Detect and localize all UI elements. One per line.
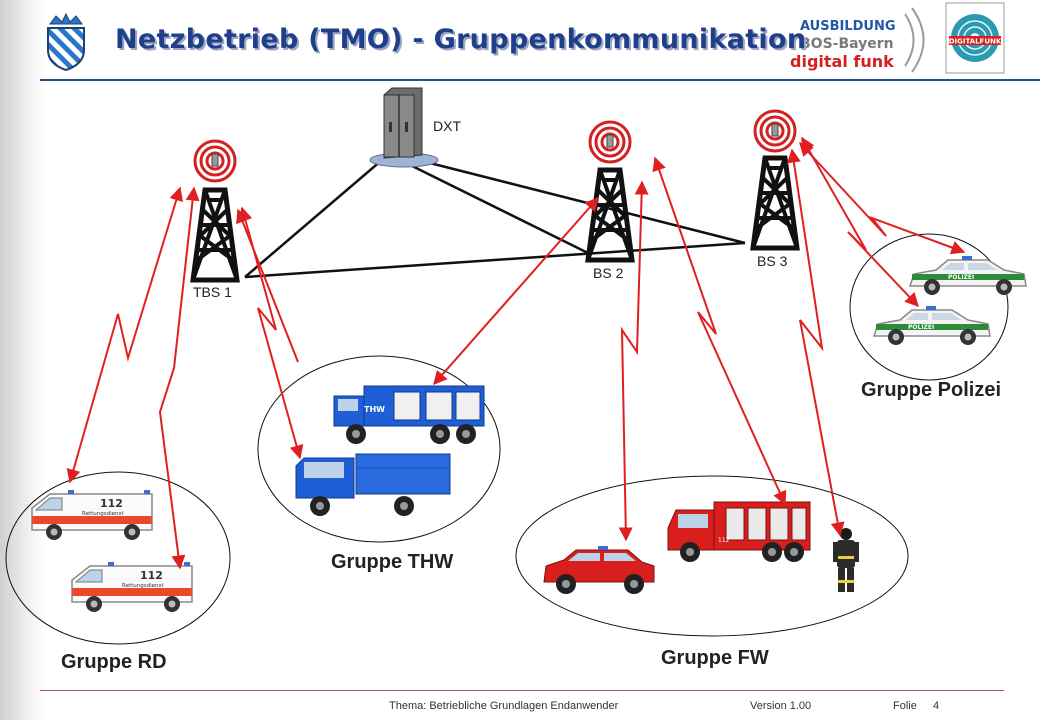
footer-slide-label: Folie [893, 700, 917, 712]
logo-line-2: BOS-Bayern [800, 36, 894, 52]
firefighter-icon [833, 528, 859, 592]
group-polizei-label: Gruppe Polizei [861, 379, 1002, 401]
thw-truck-icon: THW [333, 385, 485, 444]
svg-text:Rettungsdienst: Rettungsdienst [122, 583, 164, 589]
network-links [244, 158, 746, 279]
bs3-antenna-icon [753, 109, 797, 153]
group-rd-label: Gruppe RD [61, 651, 167, 673]
footer-topic: Thema: Betriebliche Grundlagen Endanwend… [389, 700, 619, 712]
footer-divider [40, 690, 1004, 691]
tbs1-tower [193, 139, 237, 280]
police-car-icon: POLIZEI [909, 255, 1027, 296]
thw-group-boundary [257, 355, 501, 543]
tbs1-antenna-icon [193, 139, 237, 183]
bs3-tower [753, 109, 797, 248]
svg-text:POLIZEI: POLIZEI [948, 274, 974, 281]
dxt-label: DXT [433, 118, 461, 134]
page-title: Netzbetrieb (TMO) - Gruppenkommunikation [115, 24, 807, 55]
server-icon [369, 87, 439, 168]
ausbildung-logo: AUSBILDUNG BOS-Bayern digital funk [790, 7, 925, 73]
footer-slide-number: 4 [933, 700, 940, 712]
logo-line-3: digital funk [790, 52, 894, 71]
left-gradient-bar [0, 0, 44, 720]
group-thw-label: Gruppe THW [331, 551, 454, 573]
fire-car-icon [543, 546, 655, 594]
bs3-label: BS 3 [757, 253, 788, 269]
svg-text:112: 112 [718, 537, 730, 544]
svg-text:POLIZEI: POLIZEI [908, 324, 934, 331]
ambulance-icon: 112 Rettungsdienst [71, 561, 193, 613]
digitalfunk-text: DIGITALFUNK [949, 38, 1002, 46]
bs2-antenna-icon [588, 120, 632, 164]
svg-text:THW: THW [364, 405, 385, 414]
police-car-icon: POLIZEI [873, 305, 991, 346]
svg-text:112: 112 [100, 497, 123, 510]
footer-version: Version 1.00 [750, 700, 812, 712]
svg-text:112: 112 [140, 569, 163, 582]
header-divider [40, 79, 1040, 81]
bs2-tower [588, 120, 632, 260]
svg-text:Rettungsdienst: Rettungsdienst [82, 511, 124, 517]
digitalfunk-badge: DIGITALFUNK [945, 2, 1005, 74]
radio-links [66, 136, 966, 570]
group-fw-label: Gruppe FW [661, 647, 769, 669]
ambulance-icon: 112 Rettungsdienst [31, 489, 153, 541]
bavaria-coat-of-arms-icon [47, 12, 85, 72]
bs2-label: BS 2 [593, 265, 624, 281]
logo-line-1: AUSBILDUNG [800, 19, 896, 34]
tbs1-label: TBS 1 [193, 284, 232, 300]
fire-truck-icon: 112 [667, 501, 811, 562]
thw-truck-icon [295, 453, 451, 516]
